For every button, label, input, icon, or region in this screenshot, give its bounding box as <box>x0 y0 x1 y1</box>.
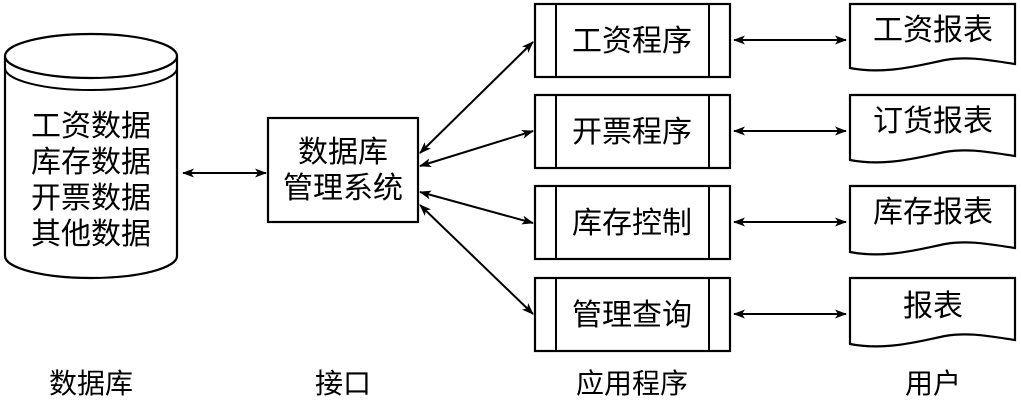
program-label-3: 库存控制 <box>572 206 692 241</box>
report-label-2: 订货报表 <box>873 104 993 139</box>
database-cylinder: 工资数据 库存数据 开票数据 其他数据 <box>3 32 179 280</box>
dbms-box: 数据库 管理系统 <box>266 116 420 224</box>
arrow-dbms-program-4 <box>419 204 534 315</box>
program-label-2: 开票程序 <box>572 115 692 150</box>
program-label-1: 工资程序 <box>572 24 692 59</box>
arrow-dbms-program-3 <box>419 190 534 225</box>
dbms-line-1: 数据库 <box>298 135 388 170</box>
database-line-1: 工资数据 <box>31 109 151 144</box>
report-label-3: 库存报表 <box>873 195 993 230</box>
database-line-3: 开票数据 <box>31 181 151 216</box>
report-doc-2: 订货报表 <box>848 93 1017 164</box>
program-label-4: 管理查询 <box>572 298 692 333</box>
program-box-4: 管理查询 <box>533 276 732 353</box>
database-line-2: 库存数据 <box>31 145 151 180</box>
dbms-line-2: 管理系统 <box>283 171 403 206</box>
report-doc-3: 库存报表 <box>848 184 1017 256</box>
report-doc-1: 工资报表 <box>848 2 1017 72</box>
caption-database: 数据库 <box>49 367 133 400</box>
caption-applications: 应用程序 <box>576 367 688 400</box>
caption-users: 用户 <box>905 367 961 400</box>
report-label-4: 报表 <box>903 289 963 324</box>
program-box-3: 库存控制 <box>533 184 732 261</box>
caption-interface: 接口 <box>315 367 371 400</box>
report-doc-4: 报表 <box>848 276 1017 348</box>
arrow-dbms-program-2 <box>419 129 534 168</box>
program-box-2: 开票程序 <box>533 93 732 170</box>
program-box-1: 工资程序 <box>533 2 732 79</box>
database-line-4: 其他数据 <box>31 217 151 252</box>
report-label-1: 工资报表 <box>873 13 993 48</box>
